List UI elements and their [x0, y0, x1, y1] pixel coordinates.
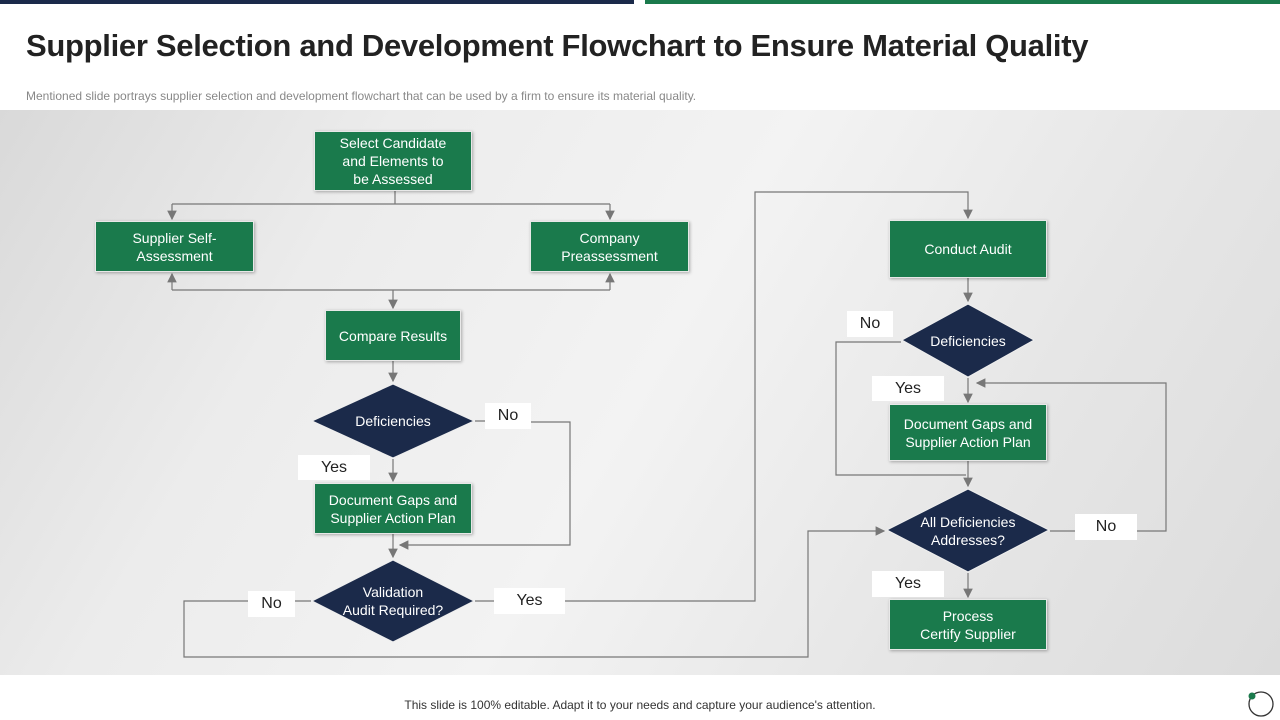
circle-logo-icon — [1248, 691, 1274, 717]
label-yes: Yes — [872, 571, 944, 597]
label-no: No — [1075, 514, 1137, 540]
subtitle: Mentioned slide portrays supplier select… — [26, 89, 697, 103]
label-yes: Yes — [494, 588, 565, 614]
node-conduct-audit: Conduct Audit — [889, 220, 1047, 278]
decision-deficiencies-2: Deficiencies — [901, 303, 1035, 378]
label-no: No — [248, 591, 295, 617]
label-no: No — [847, 311, 893, 337]
accent-bar-right — [645, 0, 1280, 4]
decision-label: Deficiencies — [930, 332, 1006, 349]
decision-label: All Deficiencies Addresses? — [920, 513, 1016, 548]
node-document-gaps-1: Document Gaps and Supplier Action Plan — [314, 483, 472, 534]
decision-label: Validation Audit Required? — [342, 584, 444, 618]
connector-split — [172, 191, 610, 205]
decision-all-deficiencies: All Deficiencies Addresses? — [886, 488, 1050, 573]
page-title: Supplier Selection and Development Flowc… — [26, 28, 1089, 63]
node-supplier-self-assessment: Supplier Self- Assessment — [95, 221, 254, 272]
node-company-preassessment: Company Preassessment — [530, 221, 689, 272]
footer-note: This slide is 100% editable. Adapt it to… — [404, 698, 876, 712]
label-no: No — [485, 403, 531, 429]
decision-validation-audit: Validation Audit Required? — [311, 559, 475, 643]
decision-label: Deficiencies — [355, 413, 431, 429]
node-compare-results: Compare Results — [325, 310, 461, 361]
node-select-candidate: Select Candidate and Elements to be Asse… — [314, 131, 472, 191]
node-certify-supplier: Process Certify Supplier — [889, 599, 1047, 650]
accent-bar-left — [0, 0, 634, 4]
node-document-gaps-2: Document Gaps and Supplier Action Plan — [889, 404, 1047, 461]
label-yes: Yes — [872, 376, 944, 401]
decision-deficiencies-1: Deficiencies — [311, 383, 475, 459]
label-yes: Yes — [298, 455, 370, 480]
